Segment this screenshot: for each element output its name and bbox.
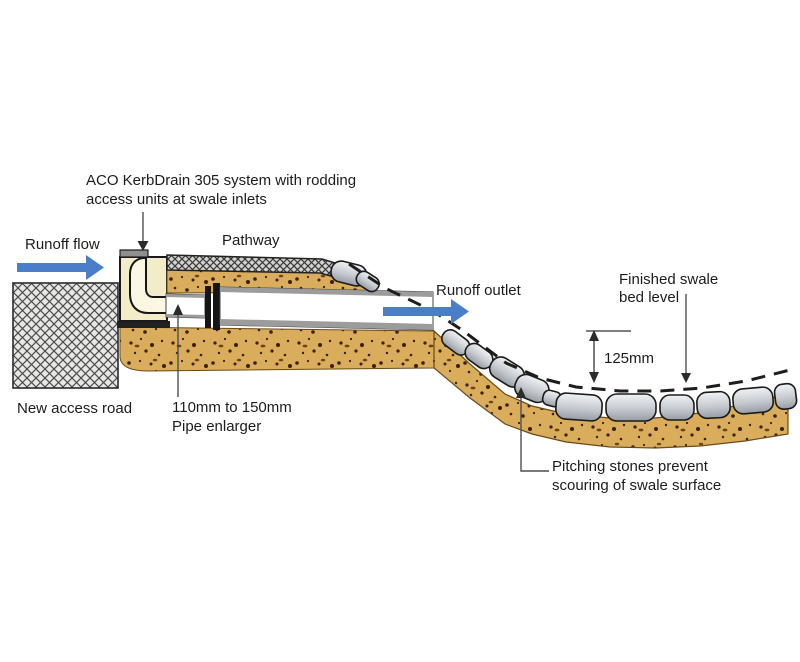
- label-runoff-flow: Runoff flow: [25, 236, 100, 253]
- pipe-wall-top-small: [166, 294, 205, 298]
- dimension-arrowhead-down-icon: [589, 372, 599, 383]
- pipe-wall-top-large: [220, 287, 433, 297]
- kerb-bedding: [117, 321, 170, 328]
- label-kerbdrain-line1: ACO KerbDrain 305 system with rodding: [86, 172, 356, 189]
- pitching-stone: [555, 392, 603, 422]
- runoff-flow-arrow-icon: [17, 255, 104, 280]
- pitching-stone: [696, 390, 731, 420]
- pipe-wall-bottom-large: [220, 319, 433, 330]
- pitching-stone: [355, 270, 380, 293]
- label-pathway: Pathway: [222, 232, 280, 249]
- label-runoff-outlet: Runoff outlet: [436, 282, 522, 299]
- label-kerbdrain-line2: access units at swale inlets: [86, 191, 267, 208]
- runoff-outlet-arrow-icon: [383, 299, 469, 324]
- label-pitching-stones-line1: Pitching stones prevent: [552, 458, 709, 475]
- access-road-section: [12, 282, 119, 389]
- pipe-enlarger-flange: [213, 283, 220, 330]
- pipe-enlarger-flange: [205, 286, 211, 328]
- pitching-stone: [659, 394, 695, 421]
- pitching-stone: [605, 393, 657, 422]
- sand-bed-under-pipe: [119, 326, 435, 372]
- pitching-stone: [732, 386, 775, 415]
- kerbdrain-top-cap: [119, 249, 149, 258]
- label-dimension-125mm: 125mm: [604, 350, 654, 367]
- label-pipe-enlarger-line1: 110mm to 150mm: [172, 399, 292, 416]
- pitching-stones-arrowhead-icon: [516, 387, 526, 398]
- dimension-arrowhead-up-icon: [589, 330, 599, 341]
- swale-soil: [433, 329, 789, 449]
- kerbdrain-channel: [129, 257, 168, 314]
- label-finished-swale-line2: bed level: [619, 289, 679, 306]
- label-pipe-enlarger-line2: Pipe enlarger: [172, 418, 261, 435]
- label-pitching-stones-line2: scouring of swale surface: [552, 477, 721, 494]
- bed-level-arrowhead-icon: [681, 373, 691, 383]
- pitching-stones-leader-line: [520, 392, 549, 472]
- label-finished-swale-line1: Finished swale: [619, 271, 718, 288]
- finished-bed-level-dashed-line: [348, 262, 795, 393]
- kerbdrain-leader-arrowhead-icon: [137, 241, 149, 251]
- label-new-access-road: New access road: [17, 400, 132, 417]
- pitching-stone: [773, 382, 798, 411]
- pipe-enlarger-arrowhead-icon: [173, 304, 183, 315]
